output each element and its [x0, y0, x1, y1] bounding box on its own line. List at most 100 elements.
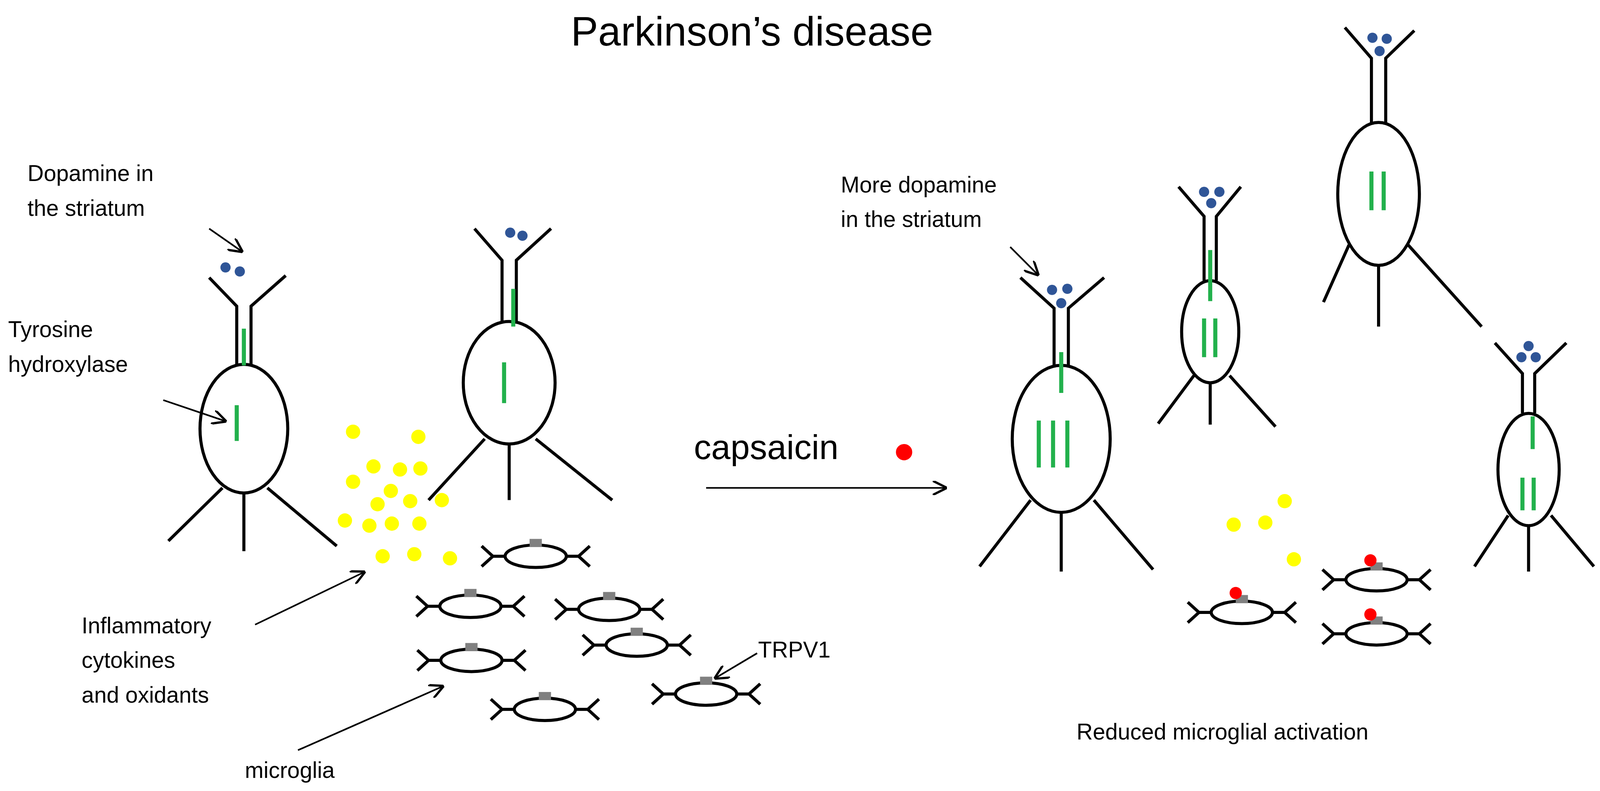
dopamine-dot: [1047, 284, 1058, 296]
tyrosine-hydroxylase-bar: [241, 328, 246, 366]
microglia-cell: [416, 588, 525, 618]
neuron-dendrites: [428, 438, 613, 501]
cytokine-dot: [383, 483, 399, 498]
capsaicin-dot: [895, 443, 913, 461]
neuron-body: [1337, 122, 1420, 266]
tyrosine-hydroxylase-bar: [1213, 318, 1218, 358]
dopamine-neuron: [168, 275, 337, 552]
annotation-label: Inflammatory cytokines and oxidants: [81, 608, 216, 713]
leader-arrow: [209, 228, 243, 252]
neuron-body: [200, 364, 288, 494]
tyrosine-hydroxylase-bar: [1051, 420, 1056, 468]
cytokine-dot: [1286, 552, 1301, 567]
microglia-cell: [481, 539, 590, 568]
tyrosine-hydroxylase-bar: [234, 405, 239, 441]
tyrosine-hydroxylase-bar: [1369, 171, 1374, 211]
dopamine-dot: [1198, 186, 1210, 198]
cytokine-cluster: [337, 424, 458, 566]
capsaicin-dot: [1364, 608, 1377, 621]
tyrosine-hydroxylase-bar: [1036, 420, 1041, 468]
leader-arrows: [163, 228, 1039, 751]
neuron-body: [463, 321, 556, 444]
cytokine-dot: [384, 516, 399, 531]
cytokine-dot: [337, 513, 353, 528]
tyrosine-hydroxylase-bar: [1530, 416, 1535, 449]
capsaicin-dot: [1229, 586, 1242, 600]
annotation-label: Dopamine in the striatum: [27, 156, 171, 226]
leader-arrow: [714, 653, 758, 679]
neuron-dendrites: [979, 500, 1153, 572]
microglia-cell: [1322, 562, 1431, 591]
annotation-label: microglia: [244, 752, 449, 788]
neuron-axon: [209, 275, 286, 365]
tyrosine-hydroxylase-bar: [502, 362, 507, 404]
dopamine-dot: [1523, 340, 1534, 352]
neuron-dendrites: [1323, 244, 1482, 327]
cytokine-dot: [392, 462, 408, 477]
annotation-label: Tyrosine hydroxylase: [8, 312, 172, 382]
neuron-axon: [1344, 27, 1415, 123]
dopamine-dot: [517, 230, 528, 241]
dopamine-dot: [1056, 297, 1067, 309]
tyrosine-hydroxylase-bar: [1531, 477, 1536, 511]
tyrosine-hydroxylase-bar: [1201, 318, 1206, 358]
dopamine-dot: [1381, 33, 1393, 44]
dopamine-dot: [234, 266, 246, 277]
microglia-cell: [1187, 594, 1296, 624]
dopamine-neuron: [428, 228, 613, 500]
neuron-body: [1497, 413, 1560, 526]
cytokine-dot: [345, 424, 360, 439]
microglia-cell: [651, 676, 760, 705]
annotation-label: More dopamine in the striatum: [840, 167, 1020, 238]
cytokine-dot: [411, 429, 426, 444]
dopamine-neuron: [979, 277, 1153, 572]
cytokine-dot: [1258, 515, 1273, 530]
dopamine-dot: [220, 262, 231, 273]
cytokine-dot: [442, 550, 458, 566]
leader-arrow: [297, 685, 444, 751]
treatment-label: capsaicin: [693, 420, 929, 475]
cytokine-dot: [345, 474, 360, 489]
leader-arrow: [163, 400, 227, 422]
tyrosine-hydroxylase-bar: [1520, 477, 1525, 511]
tyrosine-hydroxylase-bar: [1059, 352, 1063, 393]
dopamine-dot: [1367, 32, 1378, 43]
capsaicin-dot: [1364, 554, 1377, 567]
microglia-cell: [555, 592, 664, 621]
dopamine-dot: [1062, 283, 1073, 294]
cytokine-dot: [1226, 517, 1241, 532]
cytokine-dot: [1277, 493, 1292, 509]
cytokine-dot: [366, 459, 381, 474]
dopamine-dot: [1530, 352, 1541, 363]
cytokine-dot: [403, 493, 418, 509]
dopamine-dot: [1205, 198, 1217, 209]
cytokine-dot: [362, 518, 377, 533]
neuron-axon: [1495, 342, 1567, 414]
microglia-cell: [490, 691, 599, 721]
leader-arrow: [255, 571, 366, 625]
microglia-cell: [1322, 616, 1431, 645]
tyrosine-hydroxylase-bar: [1381, 171, 1386, 211]
tyrosine-hydroxylase-bar: [511, 288, 516, 327]
tyrosine-hydroxylase-bar: [1208, 249, 1213, 301]
diagram-title: Parkinson’s disease: [343, 8, 1160, 56]
microglia-cell: [417, 642, 526, 672]
cytokine-dot: [370, 497, 385, 512]
cytokine-dot: [434, 493, 450, 508]
dopamine-dot: [504, 227, 516, 239]
treatment-arrow: [706, 487, 947, 489]
microglia-cell: [582, 627, 691, 657]
dopamine-neuron: [1323, 27, 1482, 327]
cytokine-cluster: [1226, 493, 1301, 567]
leader-arrow: [1010, 247, 1039, 276]
dopamine-neuron: [1158, 186, 1276, 427]
cytokine-dot: [413, 461, 428, 476]
annotation-label: TRPV1: [758, 632, 891, 668]
dopamine-dot: [1516, 352, 1527, 363]
dopamine-neuron: [1474, 342, 1594, 572]
dopamine-dot: [1214, 186, 1225, 198]
annotation-label: Reduced microglial activation: [1076, 714, 1505, 750]
